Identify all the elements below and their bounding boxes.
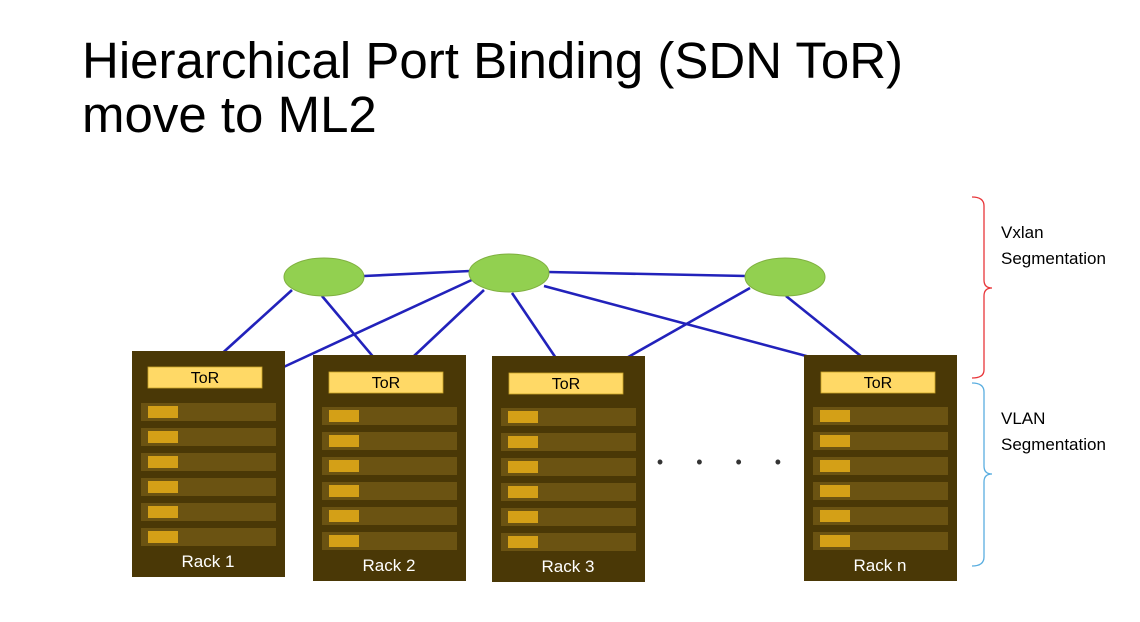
server-slot-indicator	[508, 511, 538, 523]
server-slot-indicator	[329, 435, 359, 447]
vlan-label-line-1: VLAN	[1001, 409, 1045, 428]
title-line-1: Hierarchical Port Binding (SDN ToR)	[82, 32, 904, 89]
server-slot-indicator	[329, 485, 359, 497]
rack-n-slots	[813, 407, 948, 550]
spine-switch-3	[744, 257, 826, 297]
rack-2: ToR Rack 2	[313, 355, 466, 581]
spine-switches	[283, 253, 826, 297]
server-slot-indicator	[148, 431, 178, 443]
server-slot-indicator	[820, 535, 850, 547]
vlan-label-line-2: Segmentation	[1001, 435, 1106, 454]
link-sw2-tor1	[261, 276, 477, 379]
link-sw2-sw3	[547, 270, 747, 278]
rack-1: ToR Rack 1	[132, 351, 285, 577]
server-slot-indicator	[820, 510, 850, 522]
rack-3-slots	[501, 408, 636, 551]
server-slot-indicator	[148, 531, 178, 543]
rack-ellipsis: • • • •	[657, 452, 795, 472]
server-slot-indicator	[820, 410, 850, 422]
tor-switch-n	[820, 371, 936, 394]
vlan-brace	[971, 382, 993, 567]
server-slot-indicator	[329, 460, 359, 472]
rack-label-3: Rack 3	[542, 557, 595, 576]
server-slot-indicator	[820, 460, 850, 472]
server-slot-indicator	[148, 456, 178, 468]
server-slot-indicator	[508, 461, 538, 473]
rack-label-n: Rack n	[854, 556, 907, 575]
rack-label-2: Rack 2	[363, 556, 416, 575]
server-slot-indicator	[329, 410, 359, 422]
vxlan-label-line-1: Vxlan	[1001, 223, 1044, 242]
rack-label-1: Rack 1	[182, 552, 235, 571]
vxlan-label-line-2: Segmentation	[1001, 249, 1106, 268]
title-line-2: move to ML2	[82, 86, 377, 143]
server-slot-indicator	[329, 510, 359, 522]
rack-3: ToR Rack 3	[492, 356, 645, 582]
server-slot-indicator	[508, 536, 538, 548]
server-slot-indicator	[820, 435, 850, 447]
link-sw1-sw2	[363, 269, 471, 278]
server-slot-indicator	[508, 436, 538, 448]
tor-switch-3	[508, 372, 624, 395]
tor-label-n: ToR	[864, 375, 892, 392]
rack-2-slots	[322, 407, 457, 550]
spine-switch-1	[283, 257, 365, 297]
server-slot-indicator	[148, 481, 178, 493]
server-slot-indicator	[508, 486, 538, 498]
spine-switch-2	[468, 253, 550, 293]
rack-1-slots	[141, 403, 276, 546]
tor-label-2: ToR	[372, 375, 400, 392]
server-slot-indicator	[148, 506, 178, 518]
tor-label-3: ToR	[552, 376, 580, 393]
server-slot-indicator	[508, 411, 538, 423]
tor-switch-1	[147, 366, 263, 389]
server-slot-indicator	[329, 535, 359, 547]
tor-switch-2	[328, 371, 444, 394]
server-slot-indicator	[820, 485, 850, 497]
vxlan-brace	[971, 196, 993, 379]
rack-n: ToR Rack n	[804, 355, 957, 581]
tor-label-1: ToR	[191, 370, 219, 387]
server-slot-indicator	[148, 406, 178, 418]
slide-title: Hierarchical Port Binding (SDN ToR) move…	[82, 34, 903, 142]
